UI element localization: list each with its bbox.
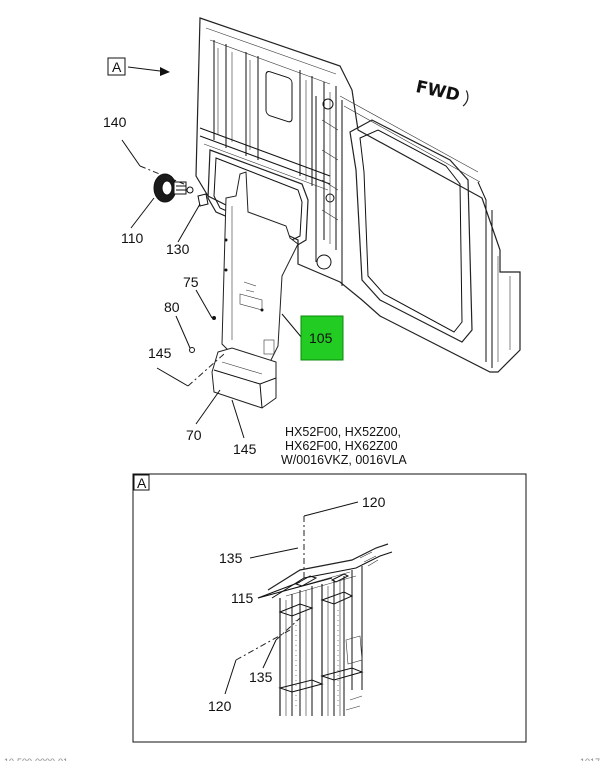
model-note-line-2: HX62F00, HX62Z00	[285, 439, 398, 453]
detail-a-structure	[267, 543, 393, 716]
view-marker-letter: A	[112, 59, 122, 75]
callout-135-upper: 135	[219, 550, 243, 566]
forward-indicator: FWD	[414, 77, 469, 107]
callout-70: 70	[186, 427, 202, 443]
part-110-reel[interactable]	[153, 173, 194, 203]
cab-wall-structure	[195, 17, 521, 373]
leader-lines-detail	[224, 501, 359, 695]
part-80-fastener[interactable]	[189, 347, 195, 353]
callout-120-lower: 120	[208, 698, 232, 714]
detail-marker-letter: A	[137, 475, 147, 491]
fwd-label: FWD	[414, 77, 462, 106]
fwd-arrow-icon	[462, 90, 469, 107]
part-115-tab[interactable]	[294, 575, 318, 587]
model-note-line-1: HX52F00, HX52Z00,	[285, 425, 401, 439]
callout-120-upper: 120	[362, 494, 386, 510]
callout-80: 80	[164, 299, 180, 315]
callout-145-lower: 145	[233, 441, 257, 457]
part-75-fastener[interactable]	[212, 316, 216, 320]
callout-105-highlight[interactable]: 105	[300, 315, 344, 361]
callout-75: 75	[183, 274, 199, 290]
callout-115: 115	[231, 590, 254, 606]
callout-135-lower: 135	[249, 669, 273, 685]
footer-page: 1017	[580, 757, 600, 761]
detail-a-frame: A	[132, 473, 527, 743]
callout-130: 130	[166, 241, 190, 257]
callout-145-upper: 145	[148, 345, 172, 361]
callout-105: 105	[309, 330, 333, 346]
model-note-line-3: W/0016VKZ, 0016VLA	[281, 453, 407, 467]
part-70-bracket[interactable]	[211, 347, 277, 409]
callout-110: 110	[121, 230, 144, 246]
part-105-panel[interactable]	[221, 171, 299, 363]
part-130-clip[interactable]	[197, 193, 209, 207]
footer-code: 10-500-0000-01	[4, 757, 68, 761]
view-arrow-icon	[160, 67, 170, 76]
model-note: HX52F00, HX52Z00, HX62F00, HX62Z00 W/001…	[281, 425, 407, 467]
highlight-box	[300, 315, 344, 361]
leader-lines-top	[121, 139, 303, 439]
view-marker-a[interactable]: A	[107, 57, 170, 76]
callout-140: 140	[103, 114, 127, 130]
